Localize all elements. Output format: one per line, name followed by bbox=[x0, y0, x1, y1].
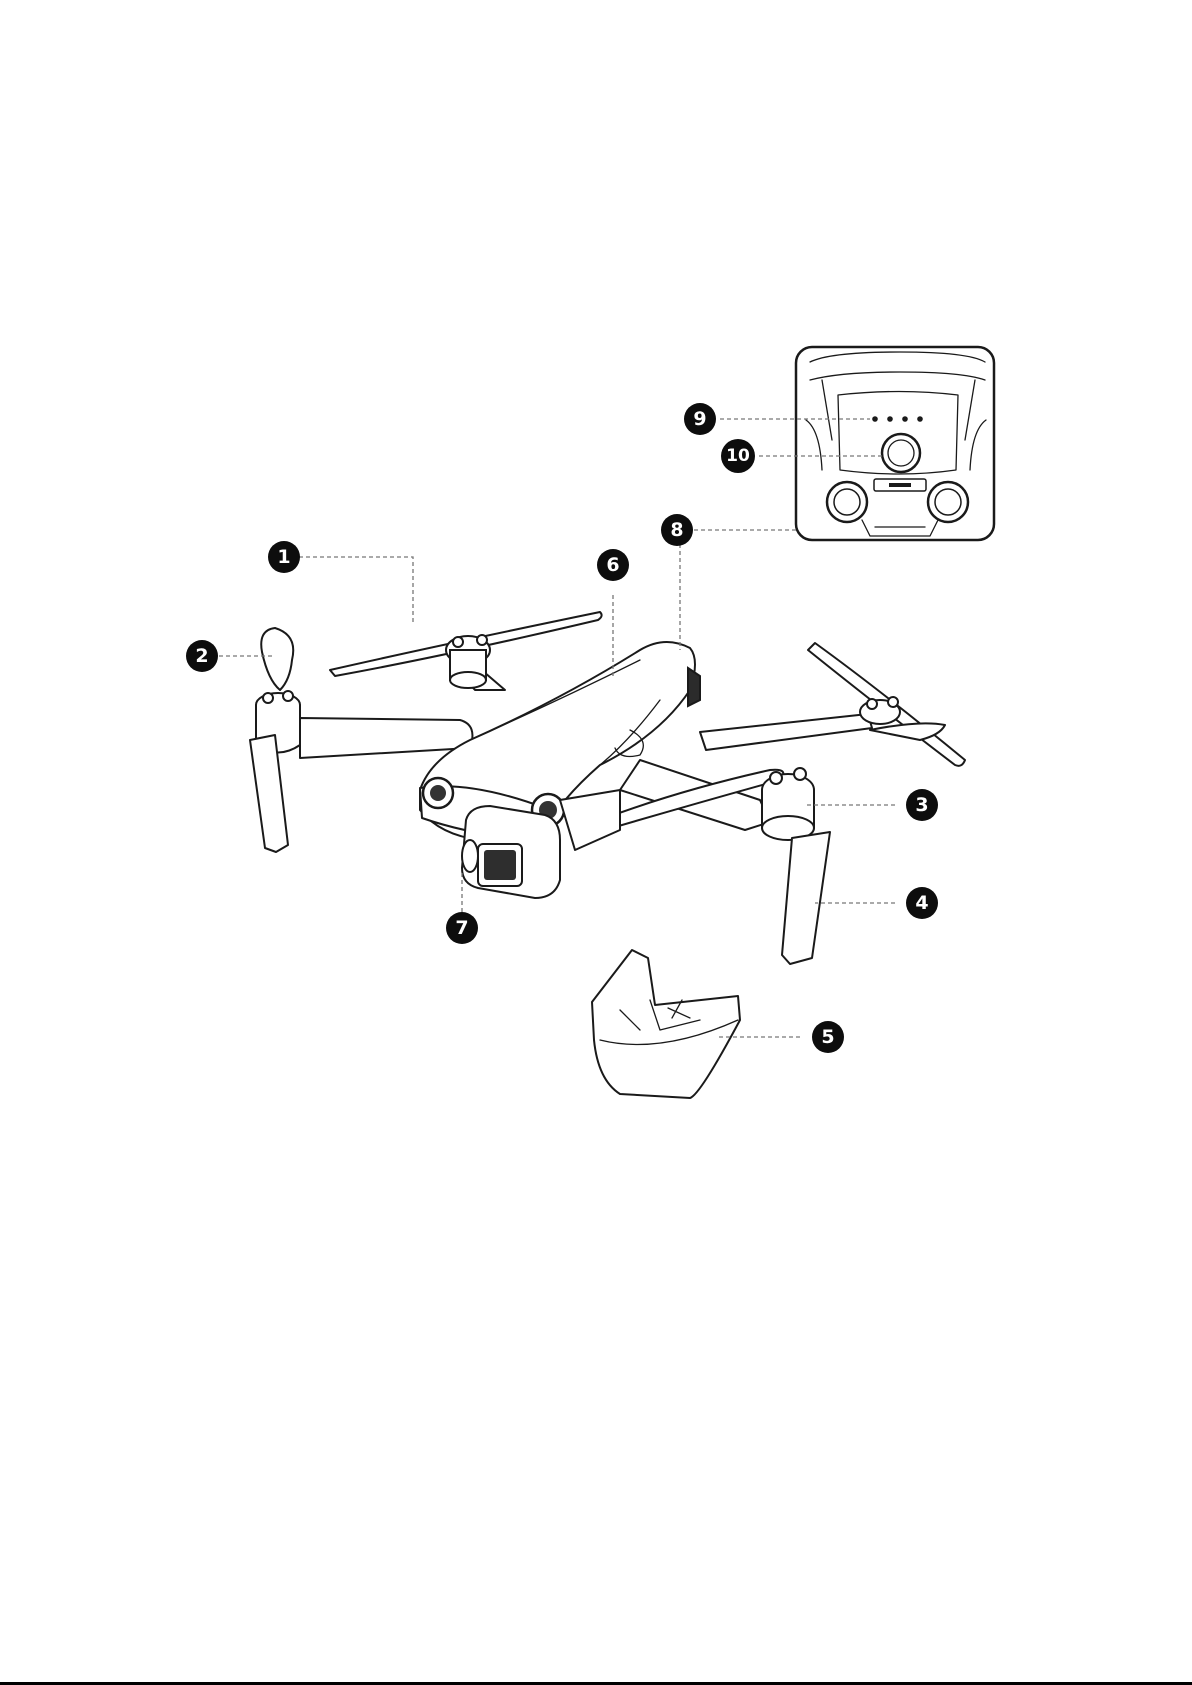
callout-6: 6 bbox=[597, 549, 629, 581]
callout-1-label: 1 bbox=[277, 546, 290, 568]
drone-illustration bbox=[250, 612, 965, 1098]
callout-3: 3 bbox=[906, 789, 938, 821]
rear-view-inset bbox=[796, 347, 994, 540]
callout-5: 5 bbox=[812, 1021, 844, 1053]
callout-10: 10 bbox=[721, 439, 755, 473]
battery-led-1 bbox=[872, 416, 878, 422]
battery-led-2 bbox=[887, 416, 893, 422]
callout-9: 9 bbox=[684, 403, 716, 435]
callout-4-label: 4 bbox=[915, 892, 928, 914]
rear-sensor-left bbox=[827, 482, 867, 522]
callout-6-label: 6 bbox=[606, 554, 619, 576]
battery-led-4 bbox=[917, 416, 923, 422]
callout-3-label: 3 bbox=[915, 794, 928, 816]
callout-1: 1 bbox=[268, 541, 300, 573]
callout-8: 8 bbox=[661, 514, 693, 546]
callout-2: 2 bbox=[186, 640, 218, 672]
callout-9-label: 9 bbox=[693, 408, 706, 430]
rear-sensor-right bbox=[928, 482, 968, 522]
callout-8-label: 8 bbox=[670, 519, 683, 541]
callout-2-label: 2 bbox=[195, 645, 208, 667]
callout-5-label: 5 bbox=[821, 1026, 834, 1048]
callout-7: 7 bbox=[446, 912, 478, 944]
callout-10-label: 10 bbox=[726, 446, 750, 466]
callout-7-label: 7 bbox=[455, 917, 468, 939]
battery-led-3 bbox=[902, 416, 908, 422]
power-button-graphic bbox=[882, 434, 920, 472]
callout-4: 4 bbox=[906, 887, 938, 919]
